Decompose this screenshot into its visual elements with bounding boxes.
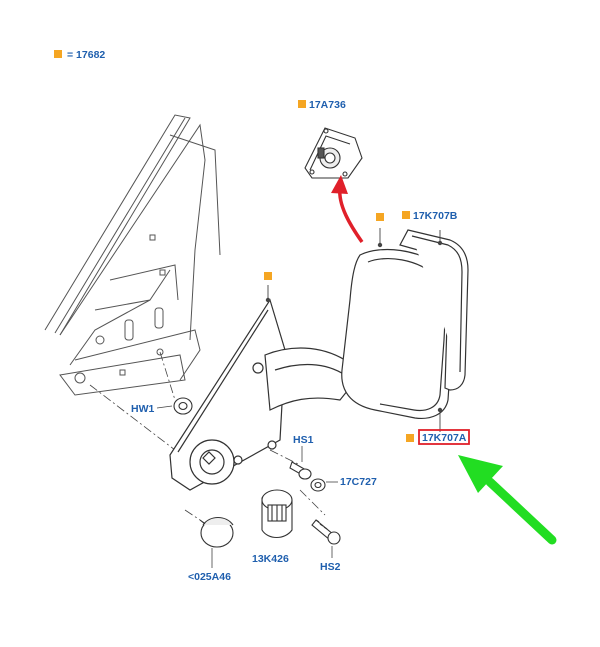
mirror-arm <box>264 347 361 411</box>
washer <box>173 397 193 415</box>
label-mirror-assembly[interactable]: 17K707A <box>422 432 467 444</box>
washer-leader <box>156 405 173 409</box>
highlight-box <box>418 429 470 445</box>
label-mirror-motor[interactable]: 17A736 <box>309 99 346 111</box>
mirror-motor <box>304 127 363 179</box>
label-washer[interactable]: HW1 <box>131 403 154 415</box>
red-arrow <box>331 175 364 244</box>
label-side-lamp[interactable]: <025A46 <box>188 571 231 583</box>
nut <box>310 478 326 492</box>
marker-17a736 <box>298 100 306 108</box>
connector <box>261 489 293 539</box>
door-frame <box>44 114 221 396</box>
label-screw-bottom[interactable]: HS2 <box>320 561 341 573</box>
legend-text: = 17682 <box>67 49 105 61</box>
marker-17k707a <box>406 434 414 442</box>
label-connector[interactable]: 13K426 <box>252 553 289 565</box>
screw-bottom <box>311 519 341 545</box>
green-arrow <box>458 455 557 545</box>
marker-legend <box>54 50 62 58</box>
pointer-dots <box>265 240 443 413</box>
label-nut[interactable]: 17C727 <box>340 476 377 488</box>
marker-17k707b <box>402 211 410 219</box>
screw-top <box>289 461 312 480</box>
mirror-base-bracket <box>169 298 286 491</box>
marker-bracket <box>264 272 272 280</box>
marker-head <box>376 213 384 221</box>
mirror-glass <box>399 229 469 391</box>
label-screw-top[interactable]: HS1 <box>293 434 314 446</box>
orange-markers <box>54 50 414 442</box>
side-lamp <box>199 516 234 548</box>
label-mirror-glass[interactable]: 17K707B <box>413 210 458 222</box>
marker-pointers <box>267 228 441 432</box>
